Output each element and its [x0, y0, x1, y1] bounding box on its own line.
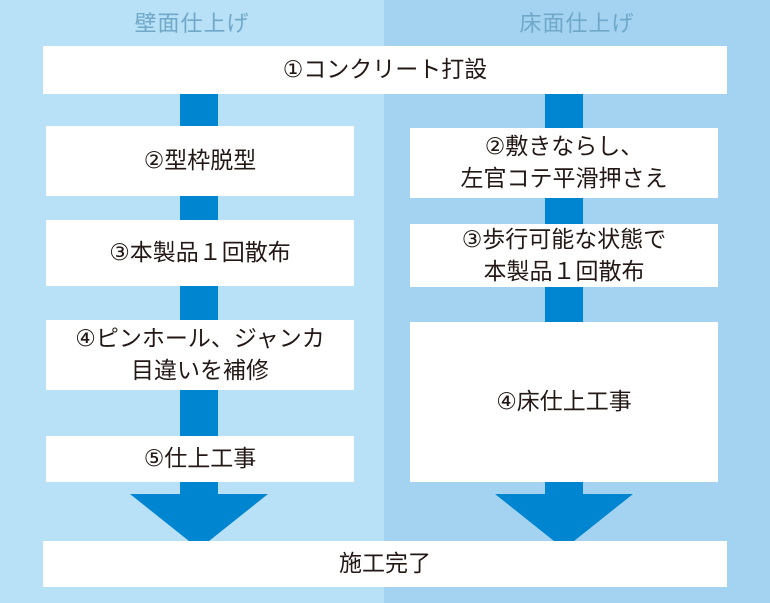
wall-connector-4 [180, 390, 218, 436]
floor-down-arrow [495, 494, 633, 549]
wall-step-3-label: ③本製品１回散布 [109, 240, 291, 266]
wall-connector-3 [180, 286, 218, 320]
floor-connector-2 [545, 198, 583, 224]
step-concrete-placing: ①コンクリート打設 [43, 46, 727, 94]
step-concrete-placing-label: ①コンクリート打設 [282, 57, 488, 83]
floor-step-2-label: ②敷きならし、 左官コテ平滑押さえ [460, 134, 668, 192]
floor-step-4: ④床仕上工事 [410, 322, 718, 482]
floor-connector-1 [545, 94, 583, 128]
floor-step-3-label: ③歩行可能な状態で 本製品１回散布 [461, 226, 667, 285]
wall-step-4: ④ピンホール、ジャンカ 目違いを補修 [46, 320, 354, 390]
floor-connector-4 [545, 482, 583, 494]
floor-step-2: ②敷きならし、 左官コテ平滑押さえ [410, 128, 718, 198]
wall-step-4-label: ④ピンホール、ジャンカ 目違いを補修 [75, 326, 325, 384]
wall-step-3: ③本製品１回散布 [46, 220, 354, 286]
wall-down-arrow [130, 494, 268, 549]
step-completion-label: 施工完了 [339, 551, 431, 577]
wall-step-5-label: ⑤仕上工事 [143, 446, 257, 472]
floor-step-3: ③歩行可能な状態で 本製品１回散布 [410, 224, 718, 287]
floor-column-title: 床面仕上げ [519, 12, 635, 37]
wall-step-2-label: ②型枠脱型 [143, 148, 257, 174]
wall-column-title: 壁面仕上げ [134, 12, 250, 37]
wall-connector-5 [180, 482, 218, 494]
wall-step-5: ⑤仕上工事 [46, 436, 354, 482]
wall-step-2: ②型枠脱型 [46, 126, 354, 196]
wall-connector-2 [180, 196, 218, 220]
step-completion: 施工完了 [43, 541, 727, 587]
floor-connector-3 [545, 287, 583, 322]
wall-connector-1 [180, 94, 218, 126]
floor-step-4-label: ④床仕上工事 [496, 389, 632, 415]
